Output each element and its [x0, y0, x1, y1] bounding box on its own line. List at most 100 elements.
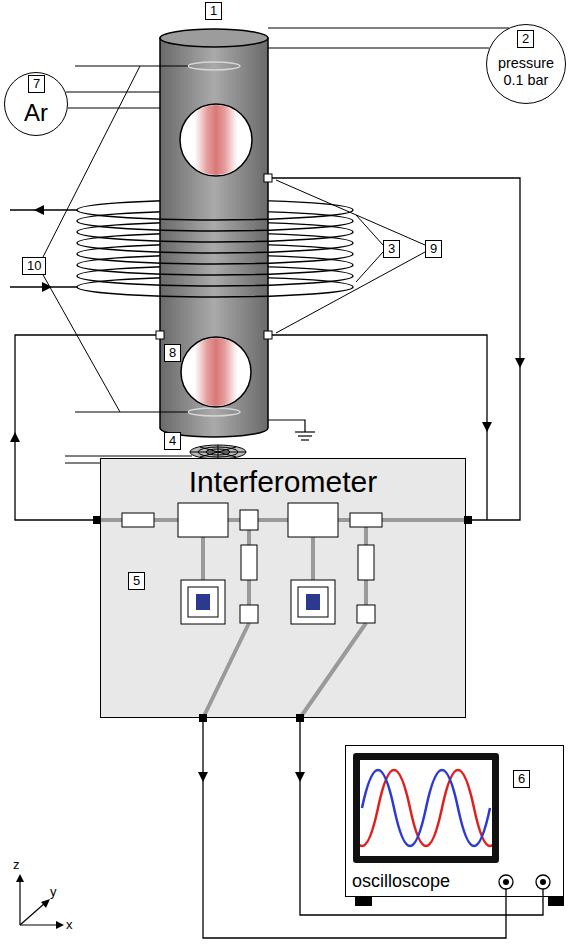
axis-triad: [19, 880, 20, 925]
oscilloscope-body: [505, 889, 506, 897]
interferometer-body: [196, 594, 210, 610]
wire-arrow: [482, 422, 492, 432]
axis-triad: [20, 903, 45, 925]
axis-triad: [41, 899, 50, 908]
callout-number: 1: [205, 2, 222, 20]
ground-symbol: [268, 420, 305, 432]
interferometer-body: [288, 503, 338, 537]
ground-symbol: [298, 435, 312, 436]
coil-leads: [34, 205, 44, 215]
interferometer-body: [247, 580, 251, 605]
leader-line: [356, 215, 383, 245]
node-label: Interferometer: [189, 465, 377, 500]
interferometer-body: [203, 623, 249, 718]
interferometer-body: [240, 510, 258, 530]
coil-front: [77, 243, 353, 253]
oscilloscope-body: [499, 875, 513, 889]
interferometer-body: [203, 527, 366, 718]
interferometer-body: [358, 545, 374, 580]
plasma-window: [180, 100, 252, 414]
discharge-tube: [188, 62, 240, 70]
gas-line: [75, 411, 188, 412]
probe-port: [264, 331, 272, 339]
gas-line: [66, 28, 509, 412]
oscilloscope-body: [536, 875, 550, 889]
interferometer-body: [241, 545, 257, 580]
discharge-tube: [160, 29, 268, 47]
oscilloscope-body: [540, 879, 546, 885]
callout-number: 8: [164, 344, 181, 362]
axis-triad: [16, 874, 24, 882]
axis-triad: [16, 874, 64, 929]
oscilloscope-body: [499, 875, 550, 897]
node-label: pressure 0.1 bar: [490, 55, 562, 88]
oscilloscope-body: [360, 770, 492, 846]
spiral-antenna: [190, 445, 246, 459]
leader-line: [42, 66, 425, 412]
interferometer-body: [93, 516, 472, 722]
interferometer-body: [181, 580, 225, 624]
leader-line: [42, 273, 120, 412]
signal-connector: [295, 718, 543, 915]
signal-connector: [198, 718, 506, 938]
oscilloscope-body: [360, 760, 492, 856]
discharge-tube: [188, 408, 240, 416]
oscilloscope-body: [360, 770, 492, 846]
oscilloscope-body: [542, 889, 543, 897]
interferometer-body: [122, 513, 154, 527]
wire-arrow: [10, 358, 525, 442]
interferometer-body: [100, 458, 466, 718]
interferometer-body: [300, 623, 366, 718]
gas-line: [68, 107, 160, 108]
interferometer-body: [240, 605, 258, 623]
callout-number: 7: [28, 75, 45, 93]
ground-symbol: [301, 439, 309, 440]
callout-number: 3: [383, 240, 400, 258]
interferometer-body: [311, 537, 315, 582]
leader-line: [276, 180, 425, 245]
node-label: oscilloscope: [352, 871, 450, 892]
discharge-tube: [160, 38, 268, 437]
spiral-antenna: [218, 445, 219, 459]
gas-line: [66, 91, 160, 92]
coil-leads: [42, 282, 52, 292]
coil-front: [77, 210, 353, 220]
probe-port: [156, 174, 272, 339]
arrow-head: [295, 772, 305, 782]
probe-port: [264, 174, 272, 182]
interferometer-body: [350, 513, 382, 527]
wire-arrow: [515, 358, 525, 368]
ground-symbol: [295, 431, 315, 432]
plasma-window: [194, 334, 238, 414]
oscilloscope-body: [362, 770, 490, 846]
callout-number: 2: [517, 30, 534, 48]
leader-line: [276, 252, 425, 333]
probe-port: [156, 331, 164, 339]
oscilloscope-body: [503, 879, 509, 885]
interferometer-body: [298, 587, 328, 617]
coil-front: [77, 254, 353, 264]
callout-number: 6: [513, 770, 530, 788]
interferometer-body: [291, 580, 335, 624]
coil-front: [77, 276, 353, 286]
coil-front: [77, 287, 353, 297]
interferometer-body: [364, 527, 368, 545]
arrow-head: [198, 772, 208, 782]
oscilloscope-box: oscilloscope: [345, 745, 564, 897]
gas-line: [75, 65, 188, 66]
node-label: Ar: [24, 99, 48, 127]
ground-symbol: [268, 420, 315, 440]
gas-line: [268, 47, 489, 48]
callout-number: 9: [425, 240, 442, 258]
interferometer-body: [122, 503, 382, 624]
coil-front: [77, 210, 353, 297]
oscilloscope-body: [355, 897, 372, 906]
callout-number: 4: [164, 432, 181, 450]
callout-number: 10: [22, 257, 46, 275]
coil-front: [77, 265, 353, 275]
interferometer-body: [364, 580, 368, 605]
interferometer-body: [188, 587, 218, 617]
axis-triad: [20, 924, 58, 925]
interferometer-box: Interferometer: [100, 458, 466, 718]
plasma-window: [194, 100, 238, 180]
